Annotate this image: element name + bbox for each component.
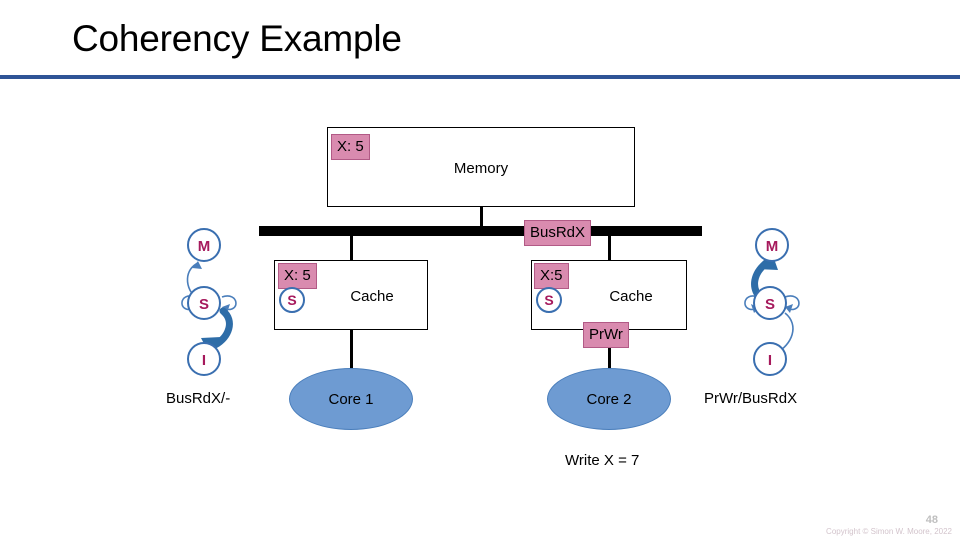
page-title: Coherency Example bbox=[72, 18, 402, 59]
core-left: Core 1 bbox=[289, 368, 413, 430]
fsm-left-arrowhead-m bbox=[192, 261, 202, 269]
fsm-left-state-i-circle bbox=[187, 342, 221, 376]
cache-right-label: Cache bbox=[609, 288, 653, 305]
wire-bus-cache-right bbox=[608, 236, 611, 260]
cache-right-op-tag: PrWr bbox=[583, 322, 629, 348]
wire-bus-cache-left bbox=[350, 236, 353, 260]
title-divider bbox=[0, 75, 960, 79]
wire-cache-left-core bbox=[350, 330, 353, 372]
copyright-notice: Copyright © Simon W. Moore, 2022 bbox=[826, 527, 952, 536]
fsm-right: M S I bbox=[728, 225, 838, 385]
fsm-left-transition-label: BusRdX/- bbox=[166, 390, 231, 407]
cache-left-value-tag: X: 5 bbox=[278, 263, 317, 289]
fsm-left-state-m-label: M bbox=[198, 238, 211, 255]
core-right: Core 2 bbox=[547, 368, 671, 430]
memory-label: Memory bbox=[453, 160, 509, 177]
fsm-right-transition-label: PrWr/BusRdX bbox=[704, 390, 798, 407]
fsm-left-selfloop-b-head bbox=[222, 304, 230, 313]
fsm-right-selfloop-b bbox=[784, 295, 800, 311]
fsm-right-state-i-circle bbox=[753, 342, 787, 376]
core-right-action: Write X = 7 bbox=[565, 452, 640, 469]
fsm-right-state-i-label: I bbox=[768, 352, 772, 369]
bus-transaction-tag: BusRdX bbox=[524, 220, 592, 246]
fsm-left-state-i-label: I bbox=[202, 352, 206, 369]
memory-box bbox=[327, 127, 635, 207]
cache-left-state-chip: S bbox=[279, 287, 305, 313]
fsm-right-state-s-label: S bbox=[765, 296, 775, 313]
fsm-left-state-s-circle bbox=[187, 286, 221, 320]
fsm-left-arrow-s-to-i bbox=[211, 307, 233, 349]
fsm-left: M S I bbox=[165, 225, 275, 385]
cache-right-state-chip: S bbox=[536, 287, 562, 313]
fsm-right-state-m-circle bbox=[755, 228, 789, 262]
core-right-label: Core 2 bbox=[586, 390, 632, 408]
wire-memory-bus bbox=[480, 207, 483, 227]
system-bus bbox=[259, 226, 702, 236]
wire-cache-right-core bbox=[608, 330, 611, 372]
fsm-right-state-m-label: M bbox=[766, 238, 779, 255]
fsm-right-state-s-circle bbox=[753, 286, 787, 320]
memory-value-tag: X: 5 bbox=[331, 134, 370, 160]
core-left-label: Core 1 bbox=[328, 390, 374, 408]
page-number: 48 bbox=[925, 514, 938, 526]
fsm-right-selfloop-b-head bbox=[785, 304, 793, 313]
fsm-left-state-m-circle bbox=[187, 228, 221, 262]
cache-left-label: Cache bbox=[350, 288, 394, 305]
fsm-left-selfloop-b bbox=[221, 295, 237, 311]
cache-right-value-tag: X:5 bbox=[534, 263, 569, 289]
fsm-left-state-s-label: S bbox=[199, 296, 209, 313]
